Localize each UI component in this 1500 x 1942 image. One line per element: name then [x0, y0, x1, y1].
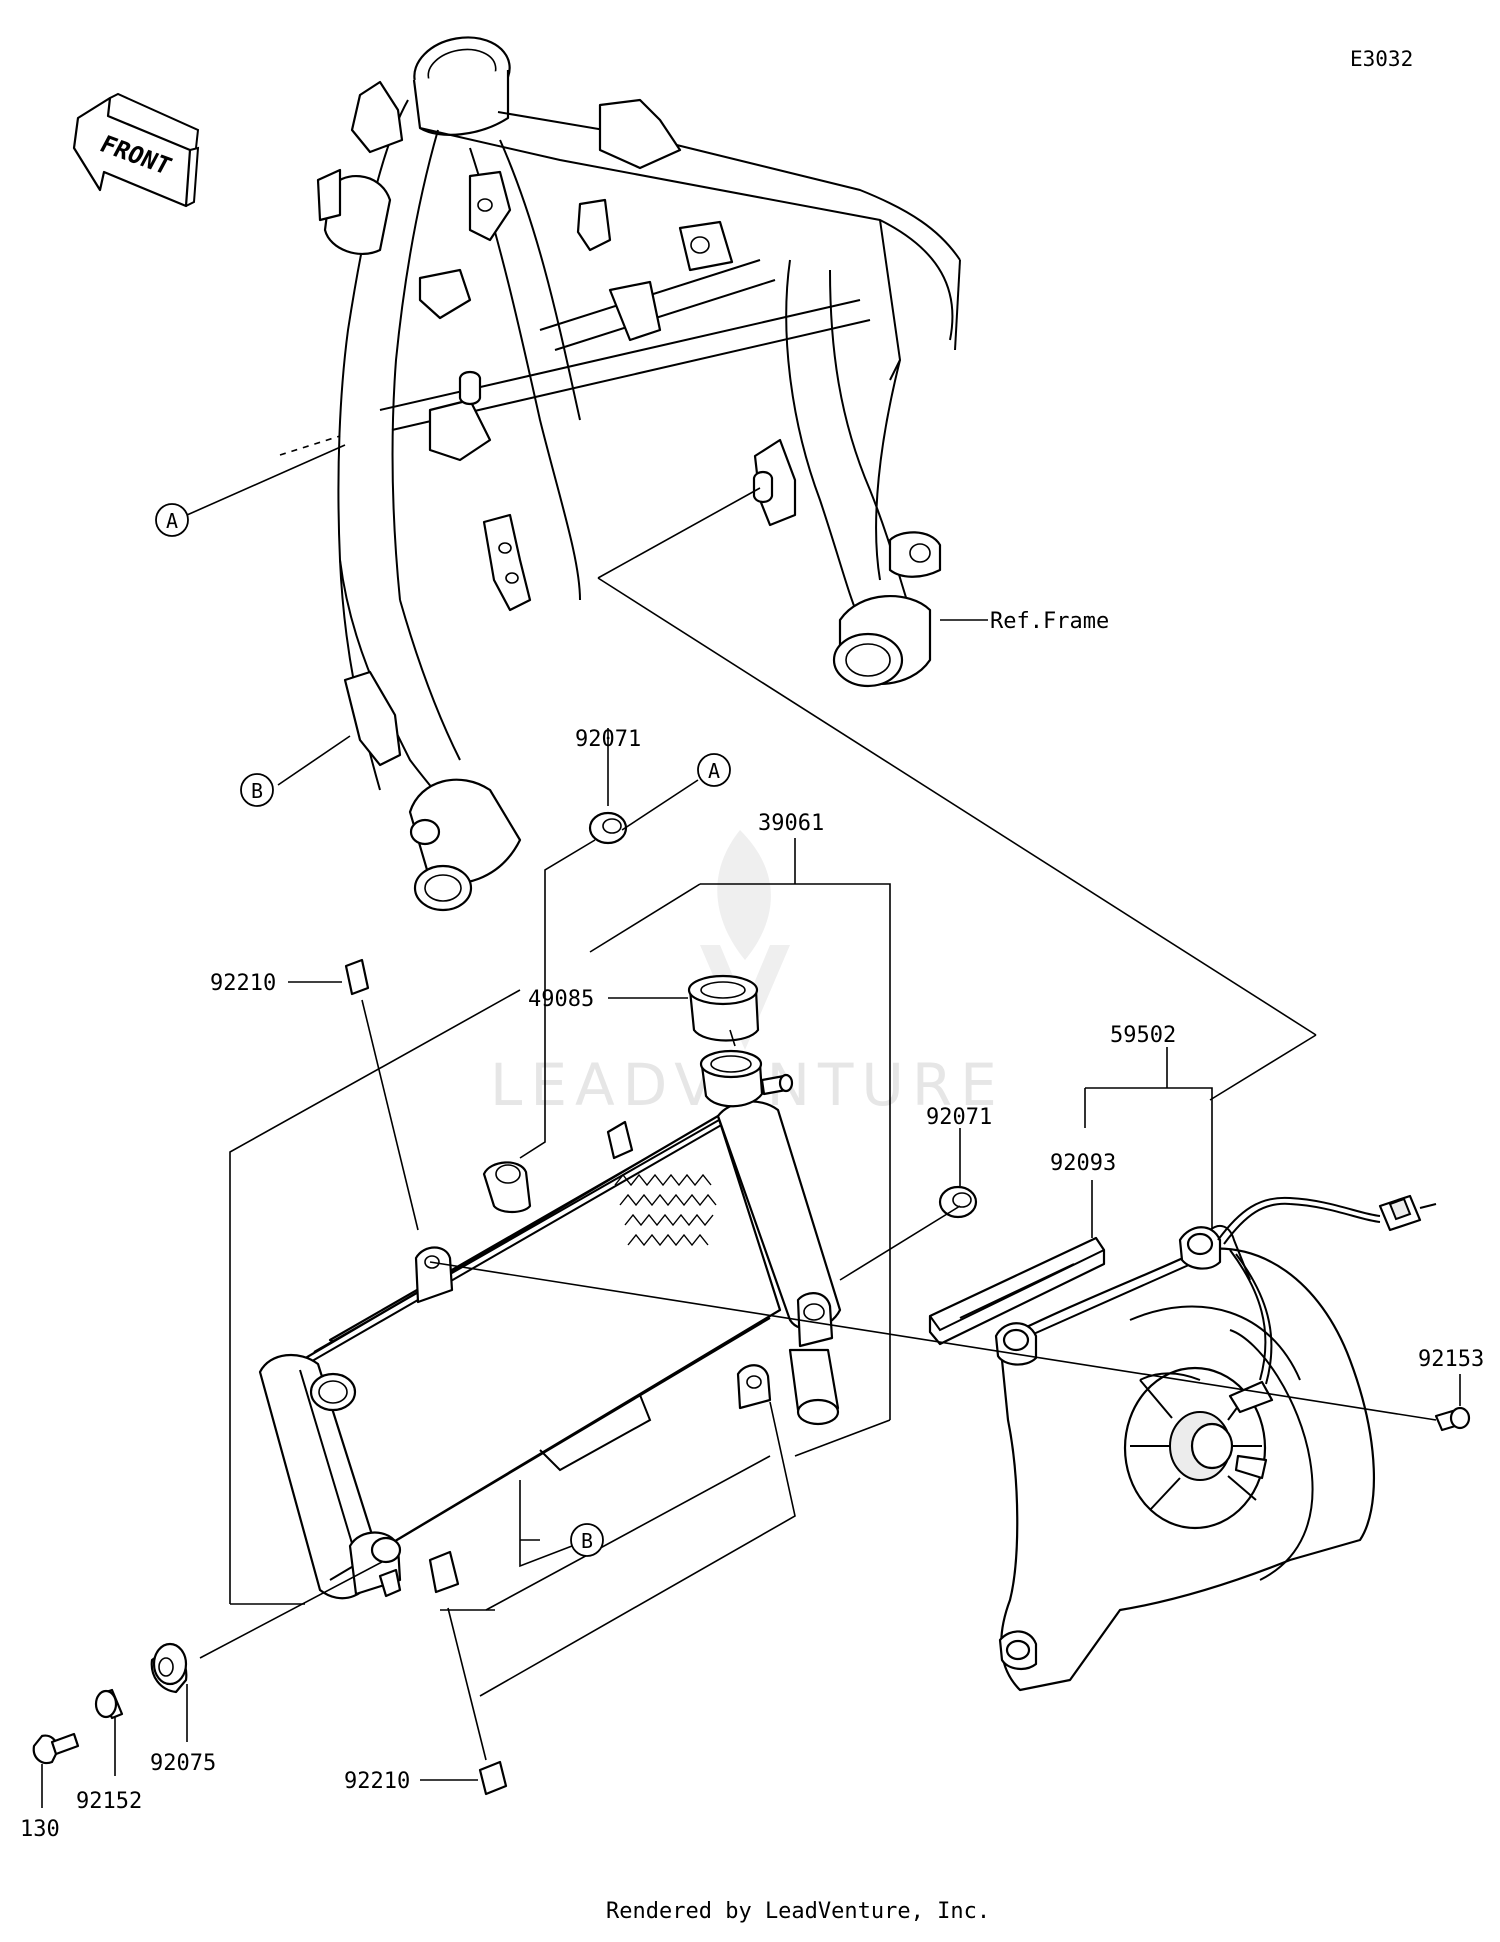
part-label-59502[interactable]: 59502: [1110, 1023, 1176, 1048]
screw-92153: [1434, 1406, 1471, 1432]
part-label-92071-mid[interactable]: 92071: [926, 1105, 992, 1130]
fan-assembly-drawing: [994, 1194, 1437, 1692]
bolt-130: [32, 1732, 80, 1765]
callout-b-top: B: [240, 773, 274, 807]
leader-b-top: [277, 735, 351, 786]
part-label-92210-top[interactable]: 92210: [210, 971, 276, 996]
part-label-92071-top[interactable]: 92071: [575, 727, 641, 752]
callout-b-low: B: [570, 1523, 604, 1557]
svg-text:A: A: [708, 759, 720, 783]
footer-credit: Rendered by LeadVenture, Inc.: [606, 1899, 990, 1924]
grommet-92071-mid: [938, 1185, 978, 1219]
part-label-130[interactable]: 130: [20, 1817, 60, 1842]
grommet-92075: [150, 1642, 188, 1694]
part-label-92153[interactable]: 92153: [1418, 1347, 1484, 1372]
fan-brace-92093: [928, 1236, 1106, 1346]
callout-a-mid: A: [697, 753, 731, 787]
svg-text:A: A: [166, 509, 178, 533]
clip-92210-bot: [478, 1760, 508, 1796]
svg-text:B: B: [251, 779, 263, 803]
callout-a-top: A: [155, 503, 189, 537]
radiator-drawing: [258, 1049, 842, 1600]
collar-92152: [94, 1688, 124, 1720]
clip-92210-top: [344, 958, 370, 996]
radiator-cap: [687, 974, 760, 1042]
part-label-92152[interactable]: 92152: [76, 1789, 142, 1814]
frame-drawing: [316, 36, 961, 912]
part-label-92210-bot[interactable]: 92210: [344, 1769, 410, 1794]
leader-a-mid: [621, 779, 699, 831]
part-label-39061[interactable]: 39061: [758, 811, 824, 836]
part-label-92075[interactable]: 92075: [150, 1751, 216, 1776]
front-arrow-icon: FRONT: [72, 92, 200, 208]
leader-a-top: [186, 444, 346, 516]
diagram-code: E3032: [1350, 47, 1413, 71]
ref-frame-label: Ref.Frame: [990, 609, 1109, 634]
svg-text:B: B: [581, 1529, 593, 1553]
part-label-92093[interactable]: 92093: [1050, 1151, 1116, 1176]
grommet-92071-top: [588, 811, 628, 845]
part-label-49085[interactable]: 49085: [528, 987, 594, 1012]
